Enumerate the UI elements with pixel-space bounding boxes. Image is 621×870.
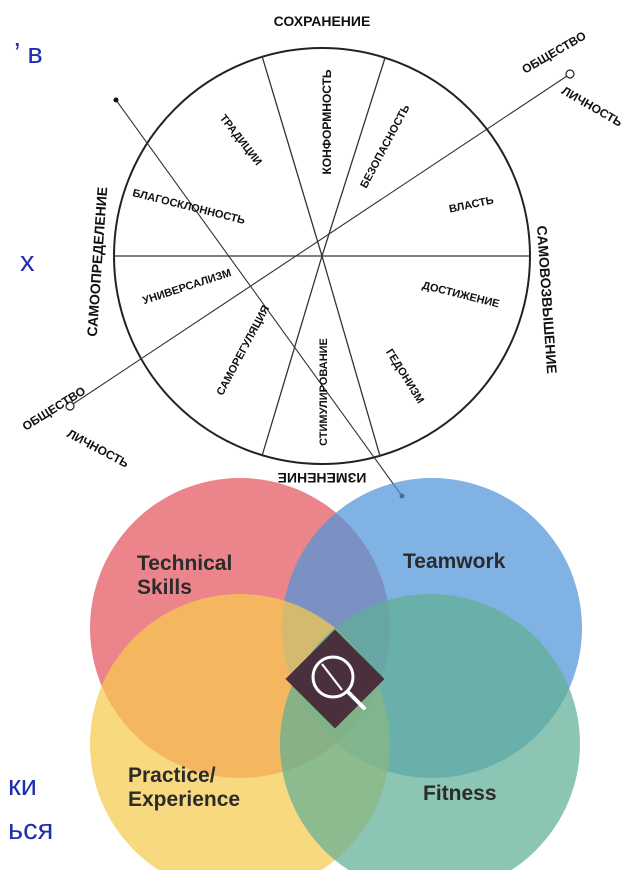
- sector-self-direction: САМОРЕГУЛЯЦИЯ: [215, 303, 273, 397]
- label-self-enhancement: САМОВОЗВЫШЕНИЕ: [534, 225, 560, 374]
- venn-label-practice: Practice/ Experience: [128, 764, 240, 811]
- wheel-spoke: [261, 255, 323, 457]
- label-person-top: ЛИЧНОСТЬ: [559, 84, 621, 130]
- magnifier-icon: [311, 655, 355, 699]
- side-text-fragment-2: х: [20, 246, 35, 278]
- wheel-spoke: [261, 55, 323, 257]
- label-society-bottom: ОБЩЕСТВО: [20, 384, 88, 434]
- sector-achievement: ДОСТИЖЕНИЕ: [421, 280, 501, 311]
- sector-universalism: УНИВЕРСАЛИЗМ: [141, 267, 233, 307]
- sector-tradition: ТРАДИЦИИ: [217, 112, 264, 168]
- axis-diagonal-top-left: [115, 99, 403, 497]
- axis-end-circle: [565, 69, 575, 79]
- center-emblem: [285, 629, 385, 729]
- sector-stimulation: СТИМУЛИРОВАНИЕ: [318, 338, 330, 446]
- magnifier-handle-icon: [346, 690, 366, 710]
- label-person-bottom: ЛИЧНОСТЬ: [65, 426, 132, 470]
- label-self-transcendence: САМООПРЕДЕЛЕНИЕ: [84, 186, 110, 337]
- side-text-fragment-3: ки: [8, 770, 37, 802]
- venn-label-fitness: Fitness: [423, 782, 497, 805]
- venn-label-technical: Technical Skills: [137, 552, 238, 599]
- axis-end-dot: [113, 97, 119, 103]
- venn-diagram: Technical Skills Teamwork Practice/ Expe…: [90, 478, 582, 870]
- sector-benevolence: БЛАГОСКЛОННОСТЬ: [131, 187, 246, 227]
- label-change: ИЗМЕНЕНИЕ: [278, 470, 367, 486]
- value-wheel: СОХРАНЕНИЕ ИЗМЕНЕНИЕ САМООПРЕДЕЛЕНИЕ САМ…: [20, 13, 621, 499]
- axis-diagonal-bottom-left: [69, 73, 571, 407]
- sector-conformity: КОНФОРМНОСТЬ: [320, 69, 334, 174]
- side-text-fragment-1: ’ в: [14, 38, 43, 70]
- label-society-top: ОБЩЕСТВО: [519, 29, 588, 77]
- needle-icon: [321, 663, 343, 691]
- axis-end-circle: [65, 401, 75, 411]
- wheel-spoke: [321, 255, 381, 457]
- sector-power: ВЛАСТЬ: [448, 194, 495, 215]
- wheel-spoke: [321, 57, 386, 257]
- label-conservation: СОХРАНЕНИЕ: [274, 13, 371, 29]
- side-text-fragment-4: ься: [8, 814, 54, 846]
- venn-label-teamwork: Teamwork: [403, 550, 506, 573]
- sector-hedonism: ГЕДОНИЗМ: [383, 347, 426, 406]
